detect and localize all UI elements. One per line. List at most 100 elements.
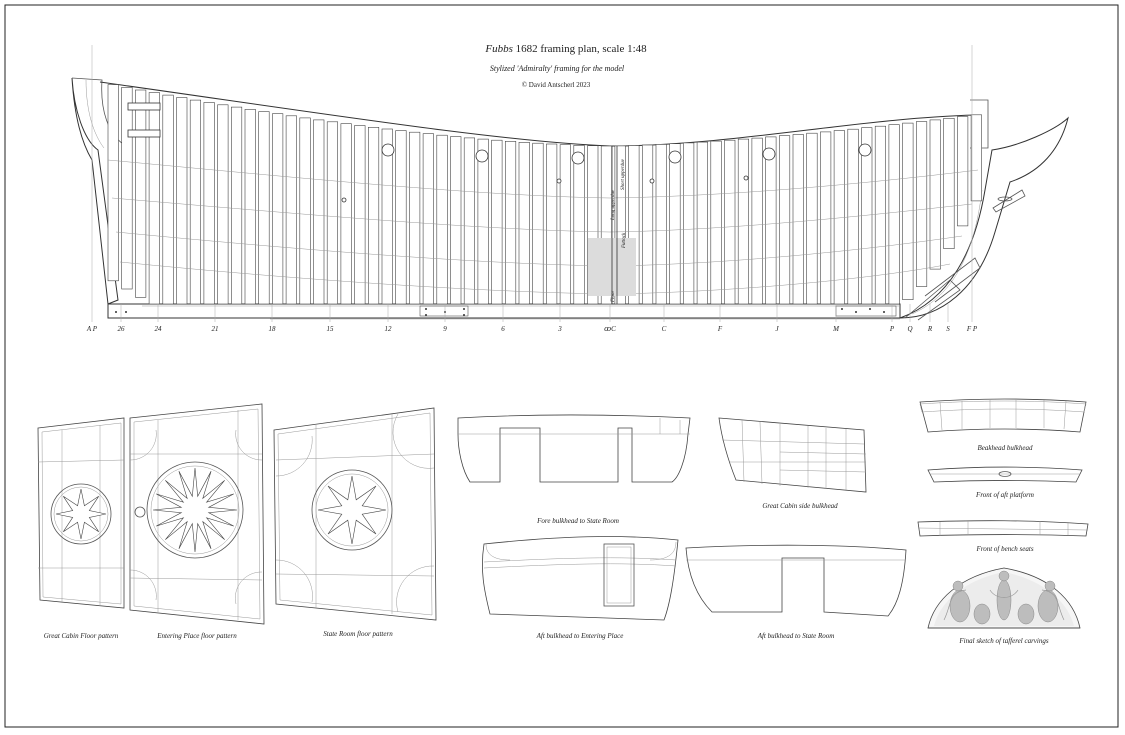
frame-timber [888, 124, 900, 305]
frame-timber [409, 131, 421, 305]
fore-bulkhead-state-room [457, 414, 691, 483]
frame-timber [696, 141, 708, 305]
frame-timber [915, 121, 928, 287]
station-label: P [889, 325, 895, 333]
frame-timber [669, 143, 681, 305]
label-floor: Floor [611, 291, 616, 303]
stem [899, 116, 1069, 319]
frame-timber [367, 127, 380, 305]
station-label: S [946, 325, 950, 333]
station-label: R [927, 325, 933, 333]
station-label: 15 [327, 325, 335, 333]
frame-timber [751, 137, 763, 305]
caption-beakhead: Beakhead bulkhead [977, 444, 1033, 452]
frame-timber [258, 111, 270, 305]
frame-timber [285, 115, 297, 305]
frame-timber [340, 123, 352, 305]
frame-timber [272, 113, 284, 305]
frame-timber [189, 99, 201, 305]
frame-timber [587, 145, 599, 305]
frame-timber [326, 121, 339, 305]
great-cabin-side-bulkhead [718, 417, 867, 493]
station-label: A P [86, 325, 98, 333]
frame-timber [176, 97, 188, 305]
plan-title: Fubbs 1682 framing plan, scale 1:48 [484, 43, 647, 55]
frame-timber [299, 117, 311, 305]
frame-timber [724, 139, 736, 305]
caption-bench-seats: Front of bench seats [975, 545, 1033, 553]
frame-timber [806, 132, 818, 305]
aft-bulkhead-state-room [685, 544, 907, 617]
frame-timber [943, 118, 955, 249]
keel [107, 303, 901, 319]
station-label: M [832, 325, 840, 333]
station-label: 21 [212, 325, 219, 333]
stern-post [71, 77, 119, 305]
station-label: F P [966, 325, 978, 333]
frame-timber [970, 114, 982, 202]
frame-timber [532, 142, 544, 305]
frame-timber [792, 134, 804, 305]
frame-timber [148, 92, 160, 305]
frame-timber [929, 119, 941, 270]
frame-timber [655, 144, 667, 305]
frame-timber [641, 144, 654, 305]
station-label: 12 [385, 325, 393, 333]
station-label: Q [907, 325, 912, 333]
frame-timber [559, 144, 571, 305]
frame-timber [628, 145, 640, 305]
frame-timber [436, 134, 448, 305]
caption-state-room-floor: State Room floor pattern [323, 630, 393, 638]
label-futtock: Futtock [622, 232, 627, 249]
station-label: 6 [501, 325, 505, 333]
frame-timber [395, 130, 407, 305]
caption-aft-bulkhead-state: Aft bulkhead to State Room [757, 632, 835, 640]
aft-platform-front [927, 466, 1083, 483]
frame-timber [614, 145, 626, 305]
aft-bulkhead-entering-place [482, 536, 679, 621]
plan-subtitle: Stylized 'Admiralty' framing for the mod… [490, 64, 625, 73]
station-label: 9 [443, 325, 447, 333]
frame-timber [477, 138, 489, 305]
station-label: F [717, 325, 723, 333]
frame-timber [135, 89, 147, 298]
frame-timber [820, 131, 832, 305]
tafferel-carving-sketch [927, 567, 1081, 629]
entering-place-floor-pattern [129, 403, 265, 625]
frame-timber [313, 119, 325, 305]
frame-timber [491, 139, 503, 305]
great-cabin-floor-pattern [37, 417, 125, 609]
caption-entering-place-floor: Entering Place floor pattern [156, 632, 237, 640]
frame-timber [354, 125, 366, 305]
frame-timber [683, 142, 695, 305]
caption-aft-platform: Front of aft platform [975, 491, 1034, 499]
frame-timber [231, 106, 243, 305]
frame-timber [504, 141, 517, 305]
frame-timber [573, 145, 585, 305]
frame-timber [450, 136, 462, 305]
station-label: ꝏC [604, 325, 616, 333]
hull-profile: Floor Futtock Long upperdue Short upperd… [71, 45, 1069, 333]
frame-timber [162, 94, 174, 305]
sweep-ports [341, 143, 872, 203]
keel-scarph [419, 305, 469, 317]
station-label: 24 [155, 325, 163, 333]
frame-timber [518, 142, 530, 305]
frame-timber [737, 138, 750, 305]
station-label: 3 [557, 325, 562, 333]
frame-timber [217, 104, 229, 305]
frame-timber [710, 140, 722, 305]
station-label: J [775, 325, 779, 333]
state-room-floor-pattern [273, 407, 437, 621]
frame-timber [422, 133, 434, 305]
frame-timber [778, 135, 791, 305]
caption-fore-bulkhead: Fore bulkhead to State Room [536, 517, 619, 525]
frame-timber [874, 125, 887, 305]
bench-seats-front [917, 520, 1089, 537]
station-label: C [662, 325, 667, 333]
caption-great-cabin-side: Great Cabin side bulkhead [762, 502, 838, 510]
station-label: 26 [118, 325, 126, 333]
frame-timber [546, 143, 558, 305]
frame-timber [765, 136, 777, 305]
